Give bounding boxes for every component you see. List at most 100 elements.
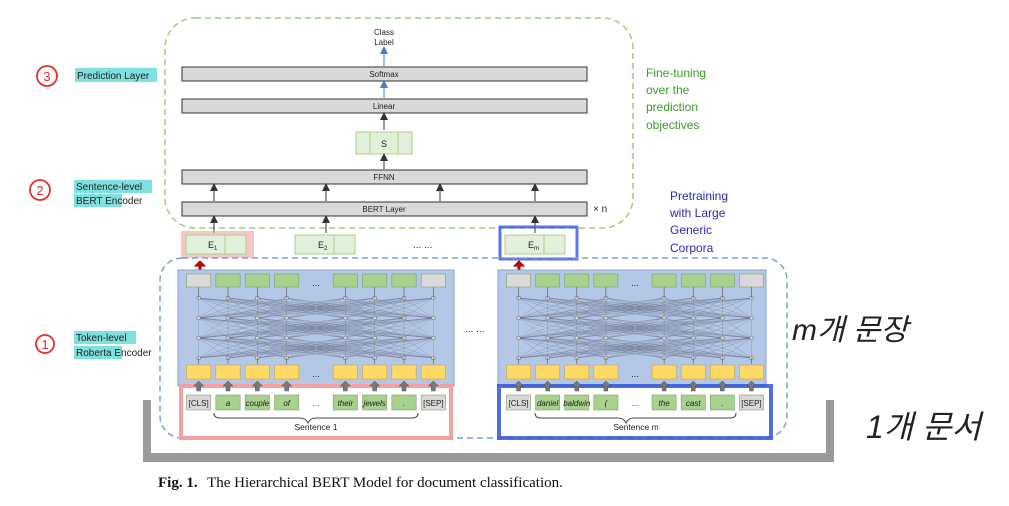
svg-text:objectives: objectives <box>646 118 699 132</box>
svg-text:Roberta Encoder: Roberta Encoder <box>76 348 152 359</box>
class-label-line2: Label <box>374 38 394 47</box>
up-arrow <box>571 380 583 392</box>
input-cell <box>420 364 446 380</box>
prediction-layer-label: 3 Prediction Layer <box>36 65 157 87</box>
bert-layer <box>181 201 588 217</box>
token-box <box>391 394 417 411</box>
embedding-em: E m <box>498 225 579 261</box>
output-cell <box>215 273 241 288</box>
input-cell <box>651 364 677 380</box>
svg-text:E: E <box>528 240 534 250</box>
input-cell <box>709 364 735 380</box>
embedding-e2: E 2 <box>294 234 356 255</box>
encoder-dots-bottom: ... <box>312 369 320 379</box>
input-cell <box>391 364 417 380</box>
svg-text:Token-level: Token-level <box>76 333 127 344</box>
output-cell <box>244 273 270 288</box>
up-arrow <box>281 380 293 392</box>
output-cell <box>709 273 735 288</box>
svg-text:Pretraining: Pretraining <box>670 189 728 203</box>
output-cell <box>651 273 677 288</box>
input-cell <box>215 364 241 380</box>
input-cell <box>680 364 706 380</box>
pretraining-annotation: Pretraining with Large Generic Corpora <box>669 189 728 255</box>
output-cell <box>680 273 706 288</box>
svg-text:Sentence-level: Sentence-level <box>76 182 142 193</box>
token-box <box>332 394 358 411</box>
ffnn-layer <box>181 169 588 185</box>
ffnn-label: FFNN <box>373 173 395 182</box>
token-box <box>244 394 270 411</box>
output-cell <box>564 273 590 288</box>
token-label: ... <box>313 399 320 408</box>
up-arrow <box>251 380 263 392</box>
svg-text:Fine-tuning: Fine-tuning <box>646 66 706 80</box>
svg-text:E: E <box>208 240 214 250</box>
token-box <box>274 394 300 411</box>
token-label: . <box>721 399 723 408</box>
input-cell <box>535 364 561 380</box>
token-box <box>420 394 446 411</box>
output-cell <box>535 273 561 288</box>
output-cell <box>506 273 531 288</box>
token-label: couple <box>246 399 270 408</box>
up-arrow <box>658 380 670 392</box>
token-box <box>535 394 561 411</box>
token-label: baldwin <box>563 399 591 408</box>
sentence-m-caption: Sentence m <box>613 422 658 432</box>
token-box <box>739 394 764 411</box>
token-box <box>651 394 677 411</box>
up-arrow <box>513 380 525 392</box>
input-cell <box>362 364 388 380</box>
embedding-dots: ... ... <box>413 240 432 251</box>
token-label: a <box>226 399 231 408</box>
output-cell <box>420 273 446 288</box>
softmax-label: Softmax <box>369 70 398 79</box>
token-box <box>564 394 590 411</box>
times-n-label: × n <box>593 204 607 215</box>
svg-text:over the: over the <box>646 83 690 97</box>
sentence-1-highlight <box>179 384 453 440</box>
token-label: ( <box>605 399 609 408</box>
pretraining-region <box>159 257 788 439</box>
svg-text:2: 2 <box>36 183 43 198</box>
handwriting-one-document: 1개 문서 <box>866 409 985 445</box>
fine-tuning-region <box>164 17 634 229</box>
input-cell <box>506 364 531 380</box>
token-label: [CLS] <box>509 399 529 408</box>
attention-mesh <box>196 287 436 364</box>
svg-text:1: 1 <box>41 337 48 352</box>
token-label: ... <box>632 399 639 408</box>
token-box <box>506 394 531 411</box>
token-label: [CLS] <box>189 399 209 408</box>
token-box <box>709 394 735 411</box>
up-arrow <box>222 380 234 392</box>
svg-text:m: m <box>534 246 539 252</box>
class-label-line1: Class <box>374 28 394 37</box>
svg-text:1: 1 <box>214 246 218 252</box>
figure-caption-label: Fig. 1. <box>158 475 198 491</box>
token-level-label: 1 Token-level Roberta Encoder <box>35 331 152 359</box>
svg-text:Prediction Layer: Prediction Layer <box>77 71 150 82</box>
sentence-level-label: 2 Sentence-level BERT Encoder <box>29 179 152 207</box>
token-label: jewels <box>363 399 386 408</box>
token-label: daniel <box>537 399 559 408</box>
svg-text:2: 2 <box>324 246 328 252</box>
input-cell <box>186 364 212 380</box>
up-arrow <box>542 380 554 392</box>
token-encoder-left: ...... <box>177 269 455 387</box>
token-encoder-right: ...... <box>497 269 767 387</box>
svg-text:Generic: Generic <box>670 223 712 237</box>
token-box <box>186 394 212 411</box>
svg-text:E: E <box>318 240 324 250</box>
encoder-dots-bottom: ... <box>631 369 639 379</box>
embedding-e1: E 1 <box>181 231 254 258</box>
up-arrow <box>687 380 699 392</box>
token-label: the <box>659 399 671 408</box>
up-arrow <box>600 380 612 392</box>
token-box <box>593 394 619 411</box>
token-label: . <box>403 399 405 408</box>
input-cell <box>332 364 358 380</box>
